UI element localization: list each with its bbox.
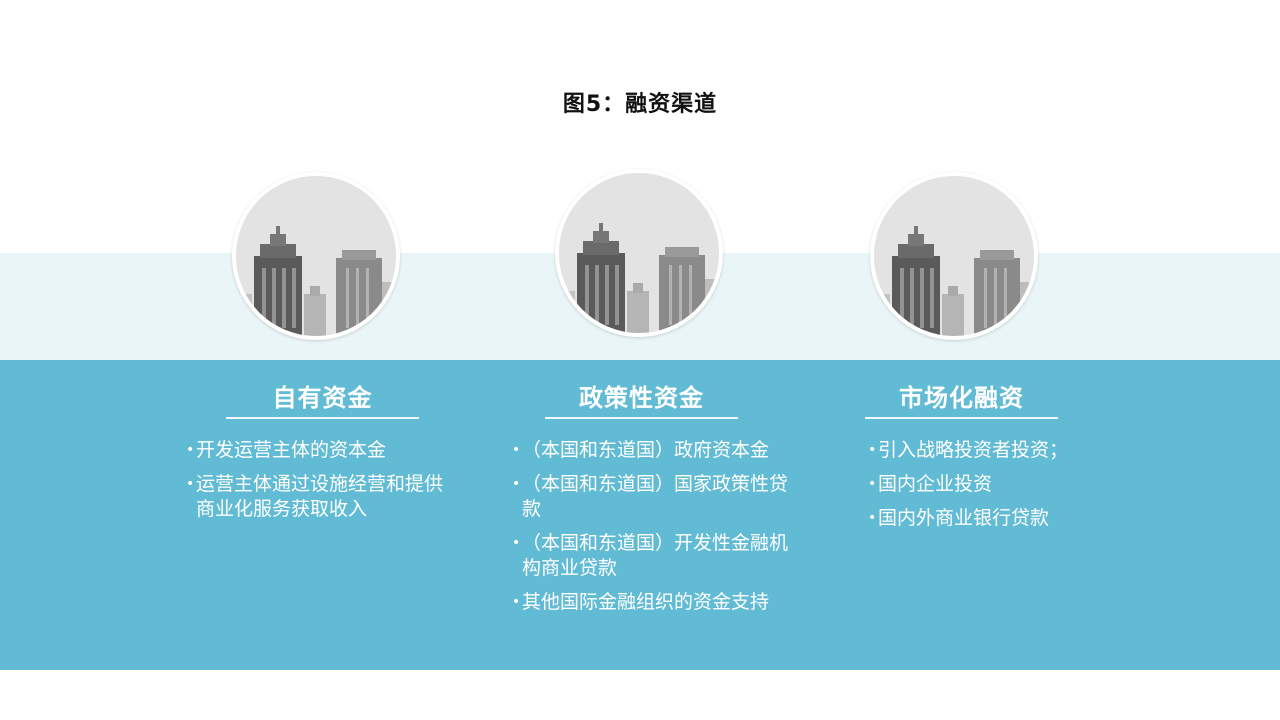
list-item: 引入战略投资者投资； (868, 438, 1168, 463)
list-item: （本国和东道国）国家政策性贷款 (512, 472, 802, 522)
list-item: （本国和东道国）政府资本金 (512, 438, 802, 463)
skyline-photo-3 (870, 172, 1038, 340)
heading-underline (545, 417, 738, 419)
bullet-list: （本国和东道国）政府资本金 （本国和东道国）国家政策性贷款 （本国和东道国）开发… (512, 438, 802, 624)
column-heading: 市场化融资 (899, 384, 1024, 412)
heading-underline (865, 417, 1058, 419)
city-skyline-icon (559, 173, 719, 333)
list-item: 国内外商业银行贷款 (868, 506, 1168, 531)
list-item: 其他国际金融组织的资金支持 (512, 590, 802, 615)
skyline-photo-1 (232, 172, 400, 340)
heading-underline (226, 417, 419, 419)
page-title: 图5：融资渠道 (562, 92, 718, 117)
list-item: 运营主体通过设施经营和提供商业化服务获取收入 (186, 472, 456, 522)
list-item: （本国和东道国）开发性金融机构商业贷款 (512, 531, 802, 581)
list-item: 开发运营主体的资本金 (186, 438, 456, 463)
bullet-list: 开发运营主体的资本金 运营主体通过设施经营和提供商业化服务获取收入 (186, 438, 456, 531)
city-skyline-icon (874, 176, 1034, 336)
bullet-list: 引入战略投资者投资； 国内企业投资 国内外商业银行贷款 (868, 438, 1168, 540)
list-item: 国内企业投资 (868, 472, 1168, 497)
column-heading: 政策性资金 (579, 384, 704, 412)
column-heading: 自有资金 (272, 384, 373, 412)
city-skyline-icon (236, 176, 396, 336)
skyline-photo-2 (555, 169, 723, 337)
